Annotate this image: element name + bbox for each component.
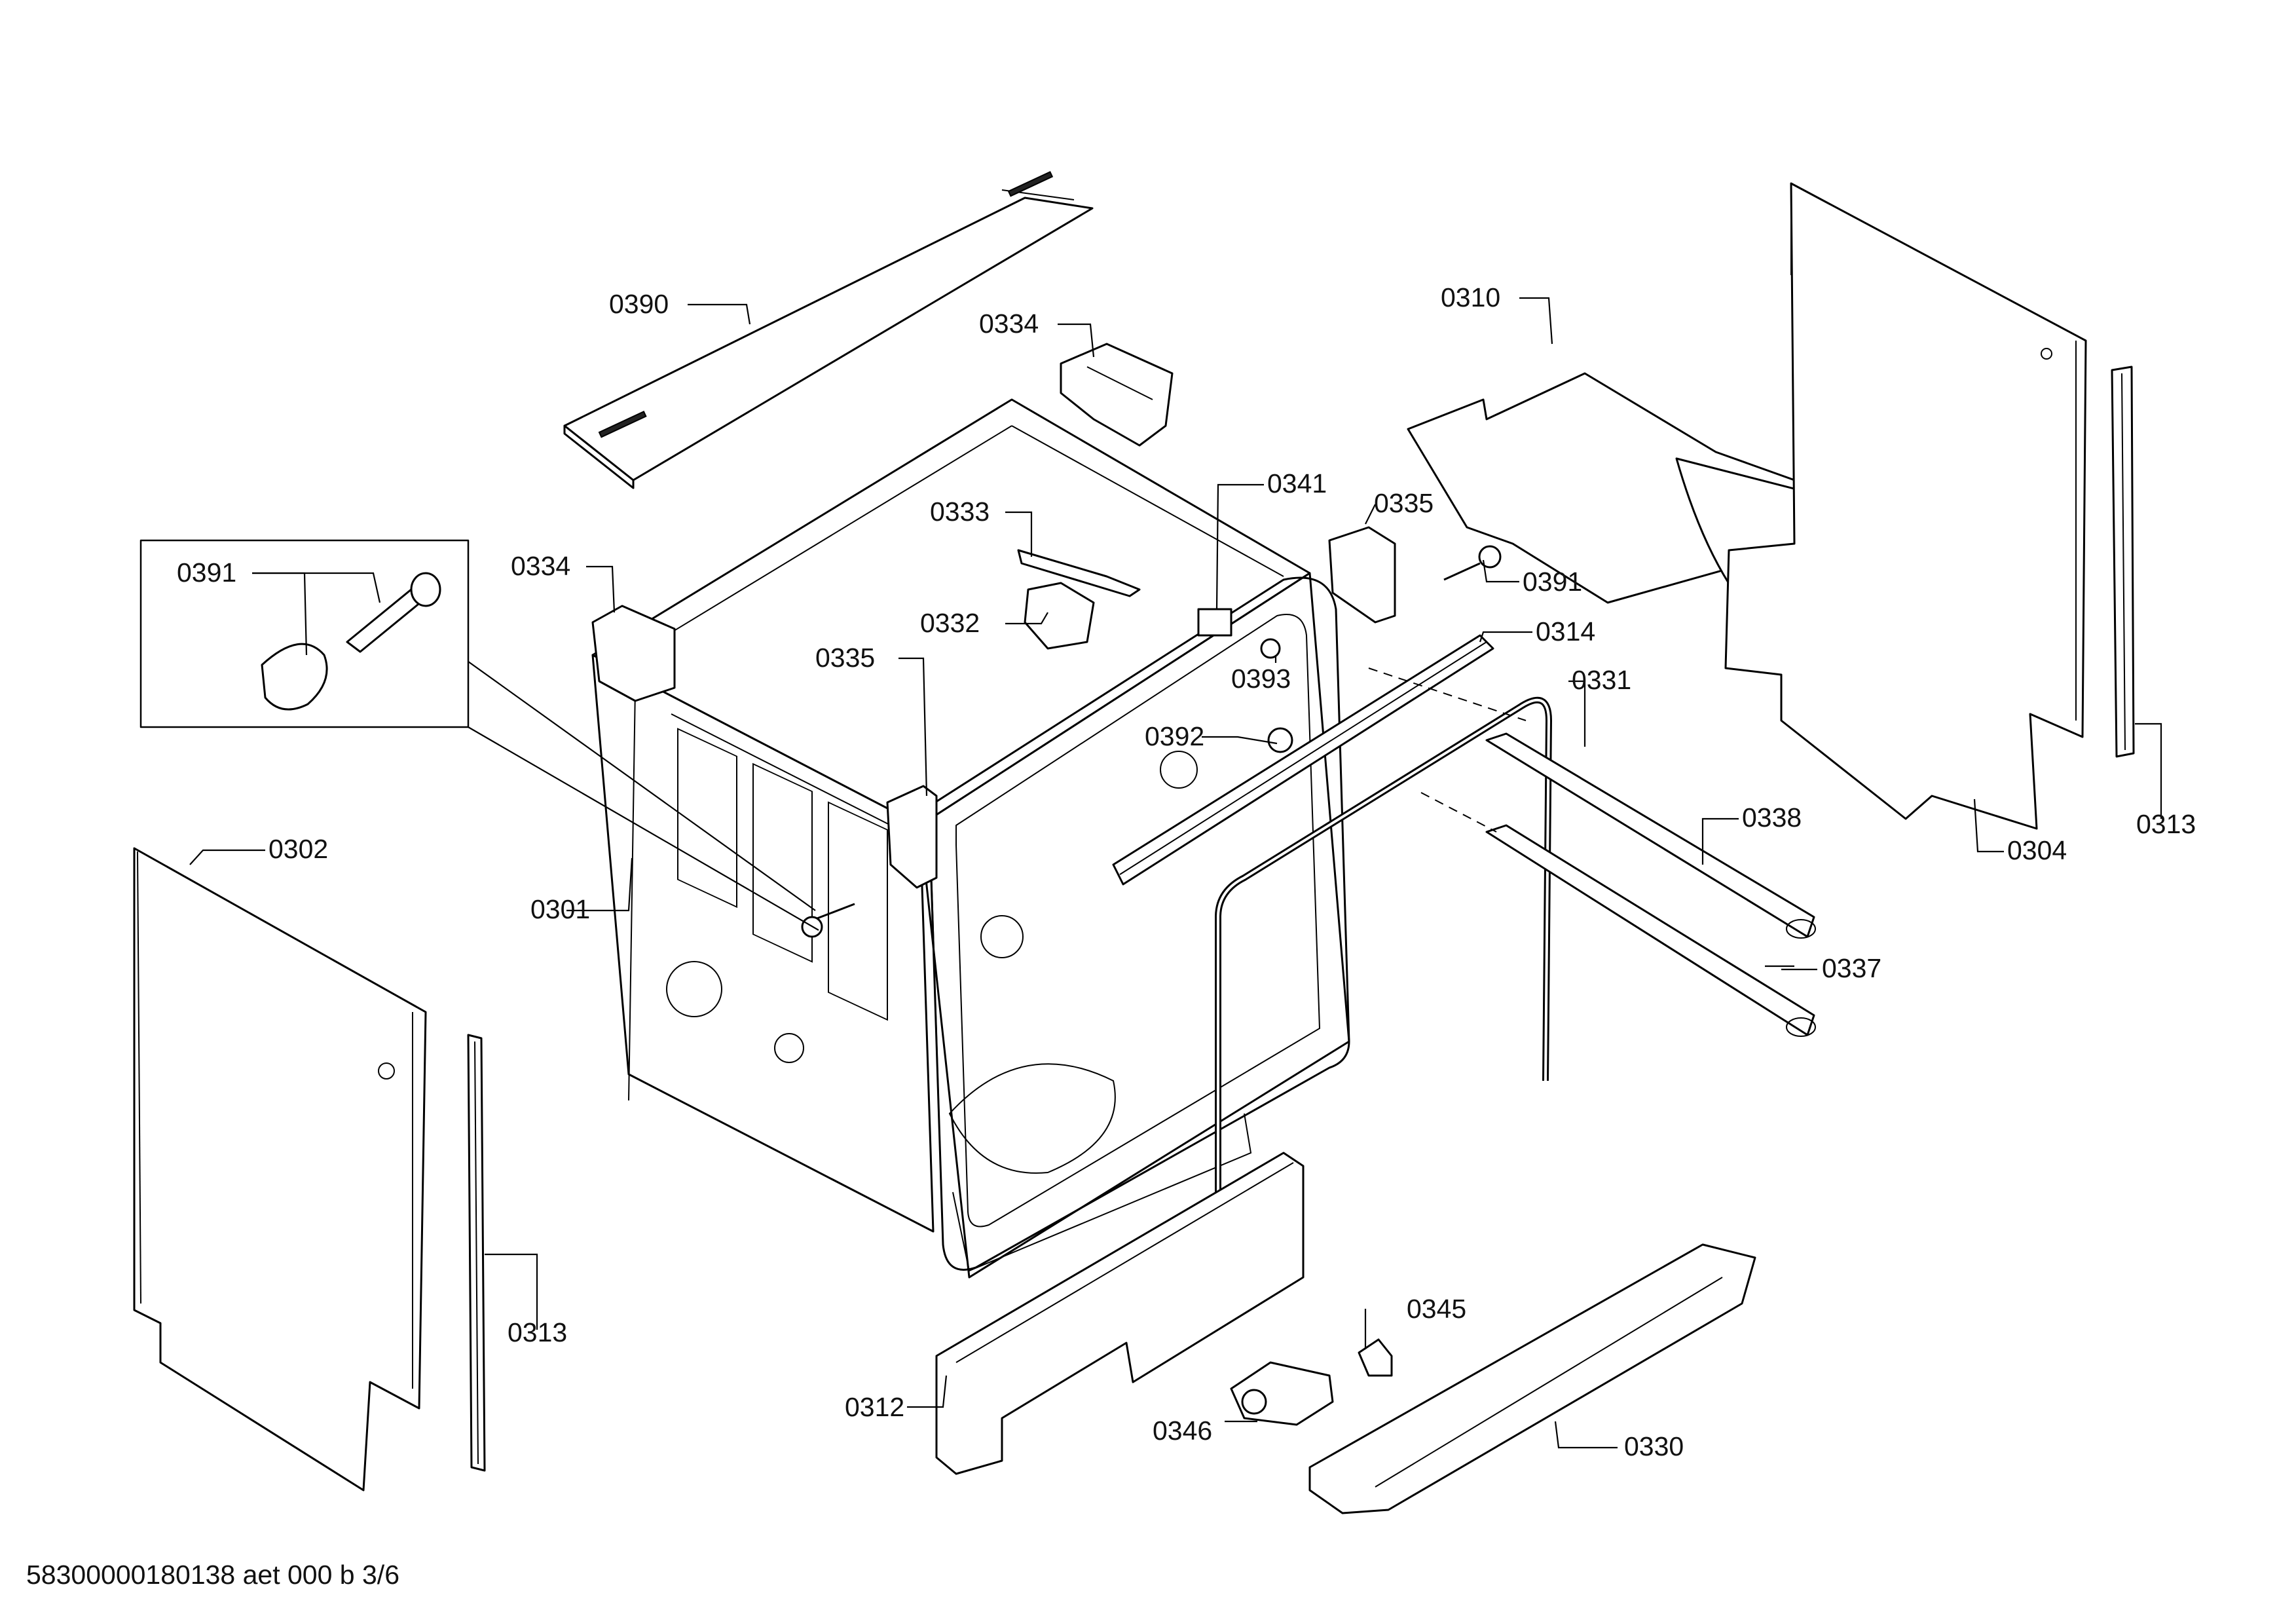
label-0314: 0314 (1536, 616, 1595, 647)
part-0302-side-panel (133, 847, 427, 1492)
part-0335-bracket-right (1328, 526, 1396, 624)
label-0332: 0332 (920, 608, 980, 638)
label-0346: 0346 (1153, 1416, 1212, 1446)
label-0313-right: 0313 (2136, 809, 2196, 839)
label-0391-right: 0391 (1523, 567, 1582, 597)
assembly-line-1 (1368, 667, 1527, 721)
label-0313-left: 0313 (508, 1317, 567, 1347)
part-0331-gasket (1215, 696, 1552, 1258)
label-0304: 0304 (2007, 835, 2067, 865)
label-0391-inset: 0391 (177, 557, 236, 588)
label-0334-top: 0334 (979, 309, 1039, 339)
label-0335-right: 0335 (1374, 488, 1434, 518)
part-0314-rail (1112, 634, 1494, 886)
label-0310: 0310 (1441, 282, 1500, 312)
part-0392-roller (1267, 727, 1293, 753)
part-0391-screw-right (1443, 545, 1502, 581)
part-0313-side-strip-left (467, 1034, 486, 1472)
part-0390-top-cover (563, 171, 1094, 489)
label-0312: 0312 (845, 1392, 904, 1422)
part-0393-nut (1260, 638, 1281, 659)
label-0333: 0333 (930, 497, 990, 527)
part-0334-hinge-top (1060, 343, 1174, 447)
label-0341: 0341 (1267, 468, 1327, 498)
label-0338: 0338 (1742, 802, 1802, 833)
part-0346-switch (1230, 1361, 1334, 1426)
part-0312-plinth (935, 1152, 1305, 1475)
leader-lines (189, 297, 2162, 1449)
label-0345: 0345 (1407, 1294, 1466, 1324)
label-0392: 0392 (1145, 721, 1204, 751)
label-0393: 0393 (1231, 664, 1291, 694)
part-0334-hinge-left (591, 605, 676, 702)
label-0337: 0337 (1822, 953, 1881, 983)
part-0333-latch-bar (1017, 549, 1141, 597)
assembly-line-2 (1420, 792, 1497, 833)
part-0345-clip (1358, 1338, 1393, 1377)
label-0334-left: 0334 (511, 551, 570, 581)
label-0390: 0390 (609, 289, 669, 319)
part-0335-bracket-left (886, 785, 938, 889)
part-0332-latch (1024, 582, 1095, 650)
part-0304-back-panel (1724, 182, 2087, 830)
document-footer: 58300000180138 aet 000 b 3/6 (26, 1560, 399, 1590)
label-0335-left: 0335 (815, 643, 875, 673)
label-0330: 0330 (1624, 1431, 1684, 1461)
part-0338-rail-upper (1485, 732, 1816, 939)
part-labels: 0390 0334 0310 0391 0334 0333 0341 0335 … (177, 282, 2196, 1461)
label-0331: 0331 (1572, 665, 1631, 695)
part-0313-side-strip-right (2111, 366, 2135, 758)
part-0301-tub-frame (591, 398, 1350, 1279)
label-0301: 0301 (530, 894, 590, 924)
detail-inset-box (139, 539, 819, 931)
label-0302: 0302 (268, 834, 328, 864)
part-0330-bottom-rail (1308, 1243, 1756, 1514)
part-0341-clip (1197, 608, 1232, 637)
part-0337-rail-lower (1485, 824, 1816, 1037)
